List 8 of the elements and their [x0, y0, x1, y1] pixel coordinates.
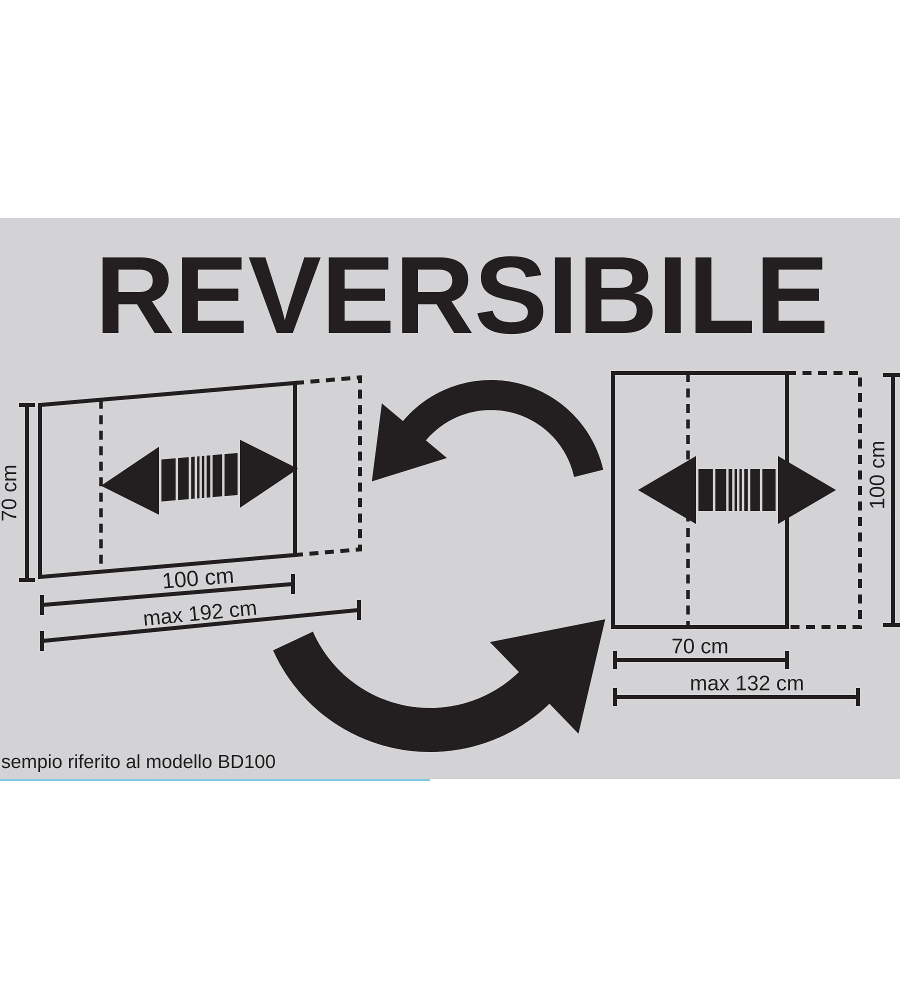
dimension-label: 100 cm — [164, 570, 234, 588]
dimension-label: max 132 cm — [691, 676, 803, 690]
dimension-label: 70 cm — [672, 638, 728, 654]
dimension-label: 100 cm — [870, 442, 884, 508]
caption: sempio riferito al modello BD100 — [2, 754, 275, 772]
dimension-label: 70 cm — [2, 466, 16, 521]
title: REVERSIBILE — [102, 256, 824, 334]
dimension-label: max 192 cm — [144, 604, 256, 626]
